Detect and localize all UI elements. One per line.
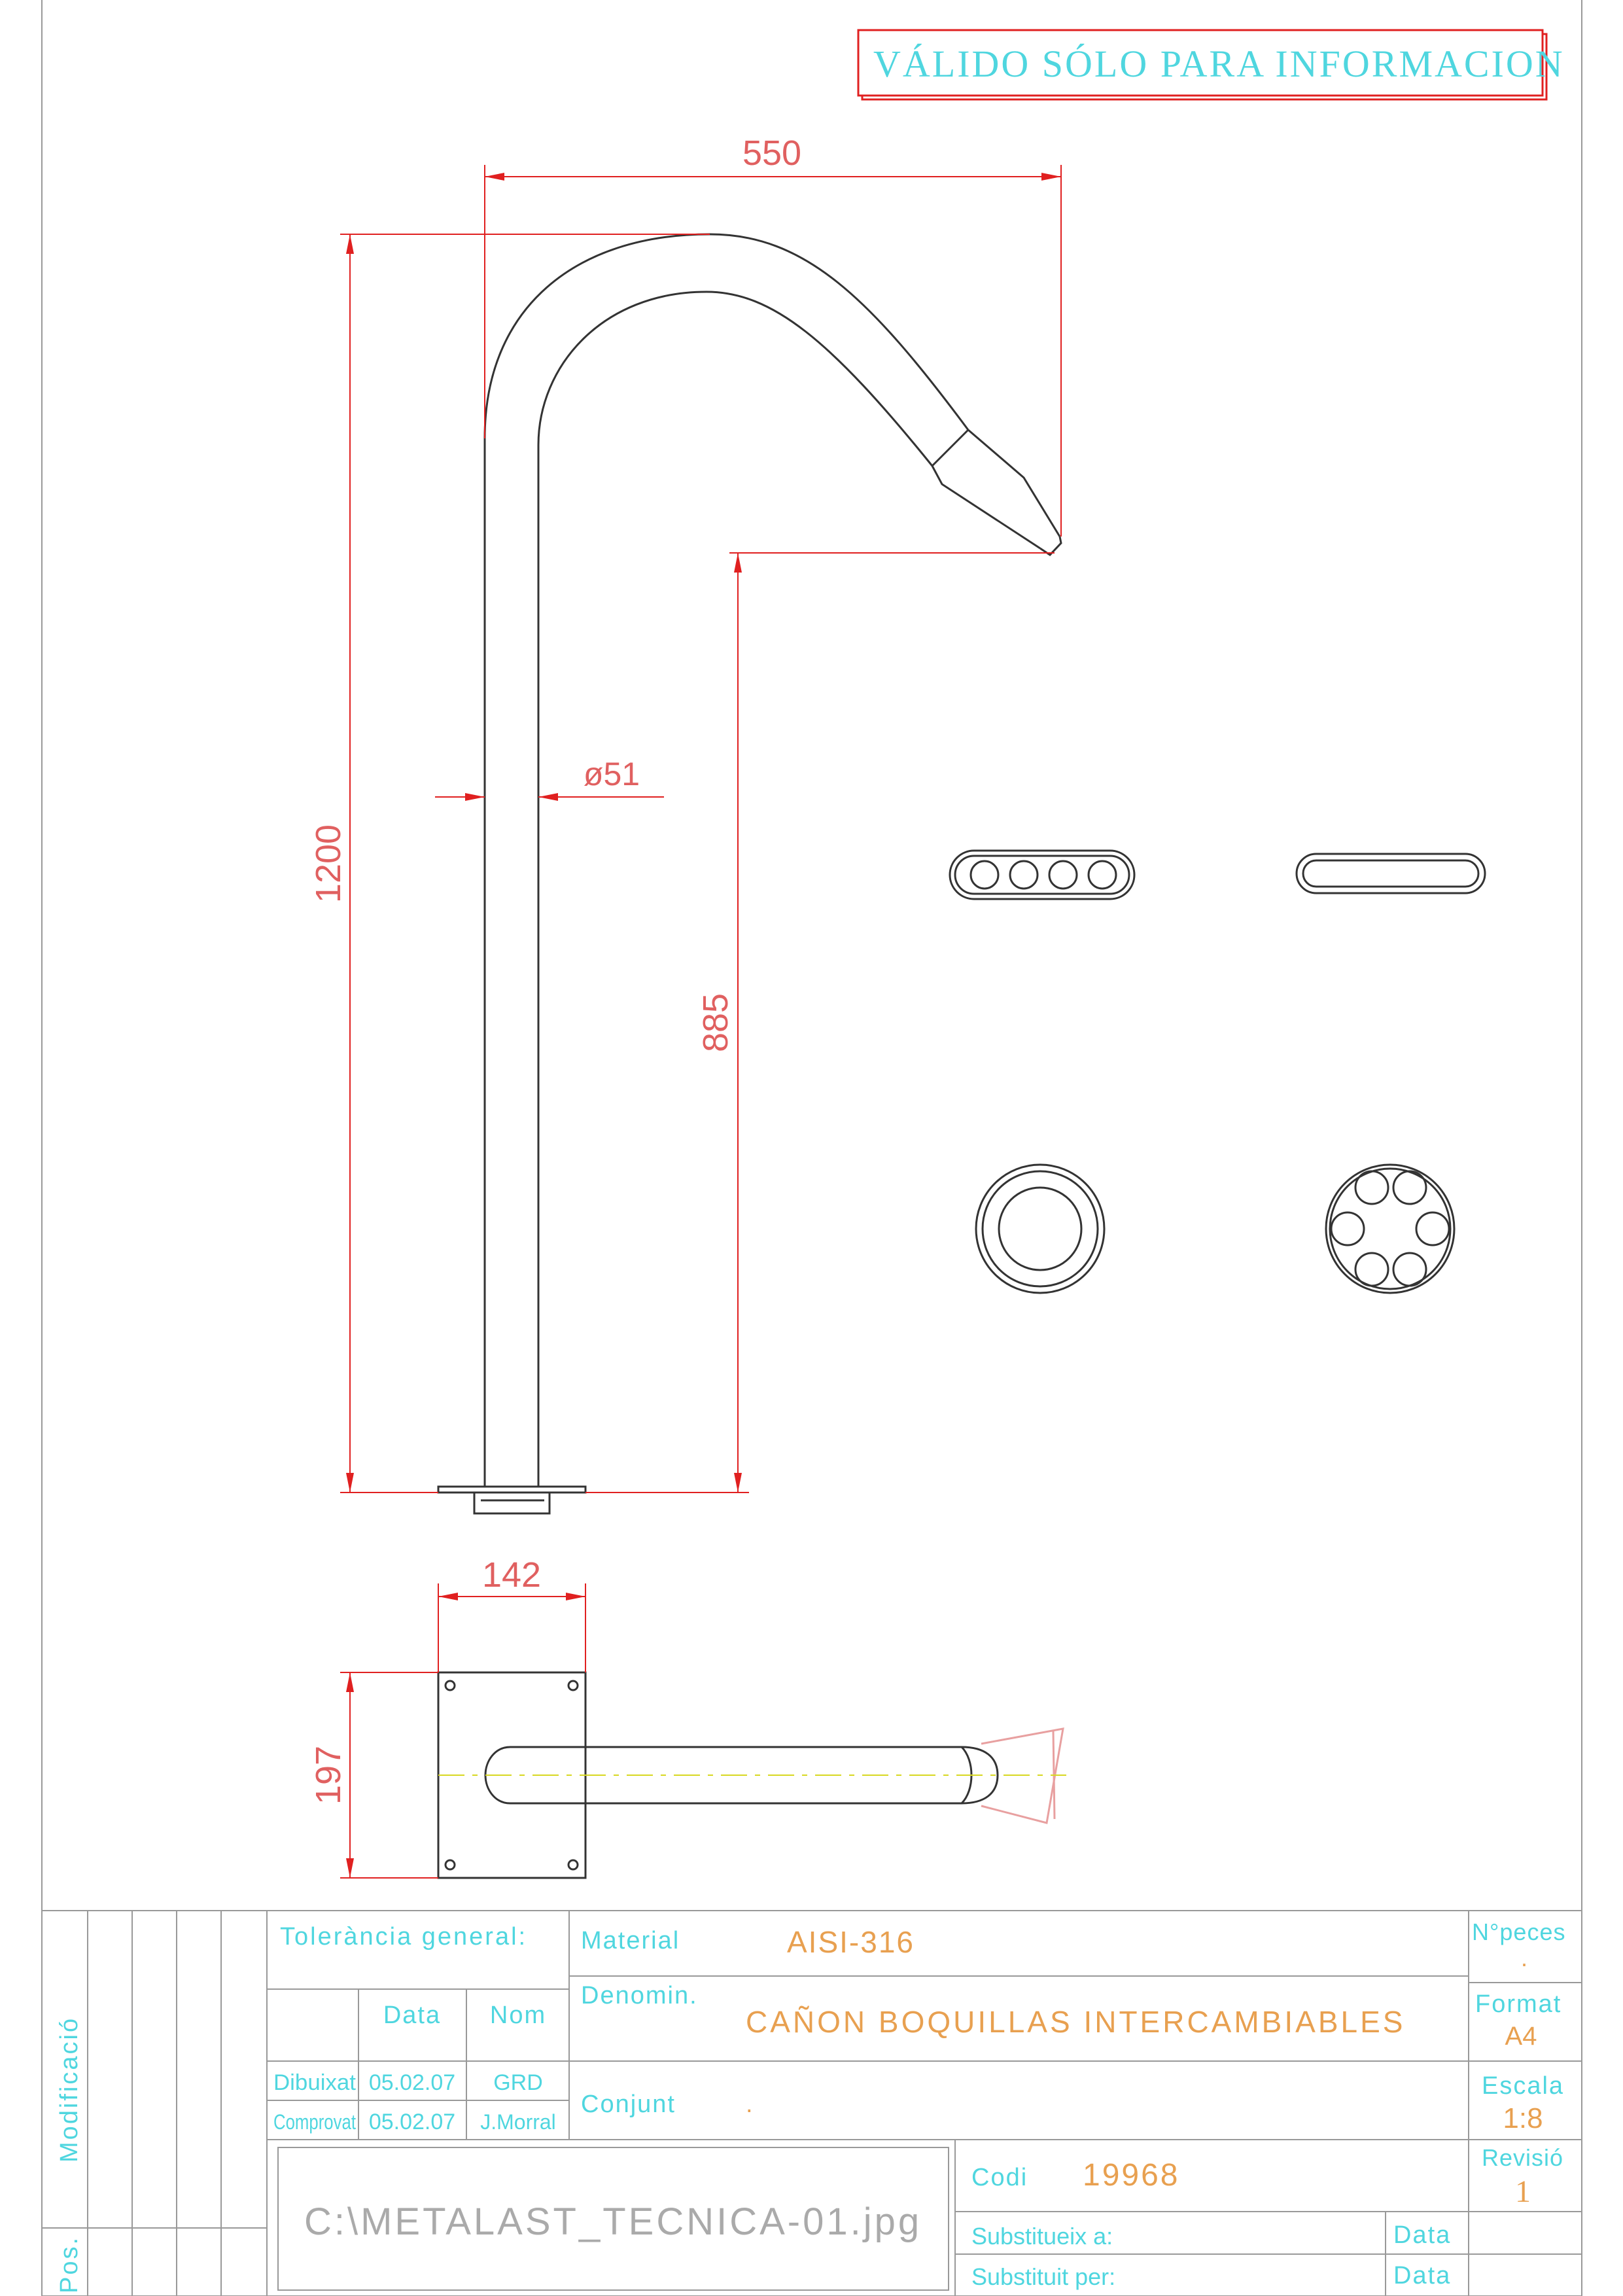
nozzle-option-six-holes (1325, 1163, 1456, 1294)
info-only-stamp: VÁLIDO SÓLO PARA INFORMACION (857, 29, 1565, 101)
name-header: Nom (490, 2002, 546, 2029)
dim-height-total: 1200 (309, 824, 348, 903)
revision-value: 1 (1515, 2174, 1531, 2209)
dim-width-top: 550 (742, 133, 801, 173)
checked-name: J.Morral (480, 2110, 556, 2134)
checked-label: Comprovat (273, 2110, 356, 2134)
code-value: 19968 (1083, 2158, 1179, 2193)
date-header: Data (383, 2002, 441, 2029)
stamp-text: VÁLIDO SÓLO PARA INFORMACION (873, 43, 1565, 85)
nozzle-option-ring (975, 1163, 1106, 1294)
file-path: C:\METALAST_TECNICA-01.jpg (304, 2200, 922, 2243)
replaced-label: Substituit per: (971, 2263, 1115, 2290)
material-value: AISI-316 (787, 1925, 915, 1959)
conjunt-value: . (746, 2091, 753, 2118)
material-label: Material (581, 1927, 680, 1954)
drawn-label: Dibuixat (273, 2070, 357, 2095)
pieces-label: N°peces (1472, 1918, 1565, 1945)
side-modification-label: Modificació (56, 2017, 83, 2163)
side-pos-label: Pos. (56, 2236, 83, 2293)
spout-elevation (437, 233, 1062, 1515)
revision-label: Revisió (1482, 2144, 1563, 2171)
checked-date: 05.02.07 (369, 2110, 455, 2134)
dim-base-height: 197 (309, 1746, 348, 1805)
conjunt-label: Conjunt (581, 2091, 676, 2118)
drawn-date: 05.02.07 (369, 2070, 455, 2095)
replaces-label: Substitueix a: (971, 2223, 1113, 2250)
title-block-grid (41, 1911, 1582, 2296)
dim-diameter: ø51 (584, 756, 640, 792)
scale-value: 1:8 (1503, 2102, 1543, 2134)
dim-base-width: 142 (482, 1555, 541, 1595)
nozzle-option-four-holes (949, 849, 1136, 900)
replaced-date-label: Data (1393, 2262, 1451, 2289)
tolerance-label: Tolerància general: (280, 1923, 527, 1951)
nozzle-option-slot (1295, 853, 1486, 894)
scale-label: Escala (1482, 2072, 1564, 2100)
format-value: A4 (1505, 2022, 1537, 2051)
dim-height-spout: 885 (696, 993, 735, 1052)
replaces-date-label: Data (1393, 2221, 1451, 2249)
denomination-label: Denomin. (581, 1982, 698, 2009)
code-label: Codi (971, 2164, 1028, 2191)
format-label: Format (1475, 1990, 1562, 2018)
pieces-value: . (1521, 1945, 1527, 1971)
drawn-name: GRD (493, 2070, 543, 2095)
denomination-value: CAÑON BOQUILLAS INTERCAMBIABLES (746, 2005, 1405, 2039)
dimension-lines (340, 165, 1062, 1879)
